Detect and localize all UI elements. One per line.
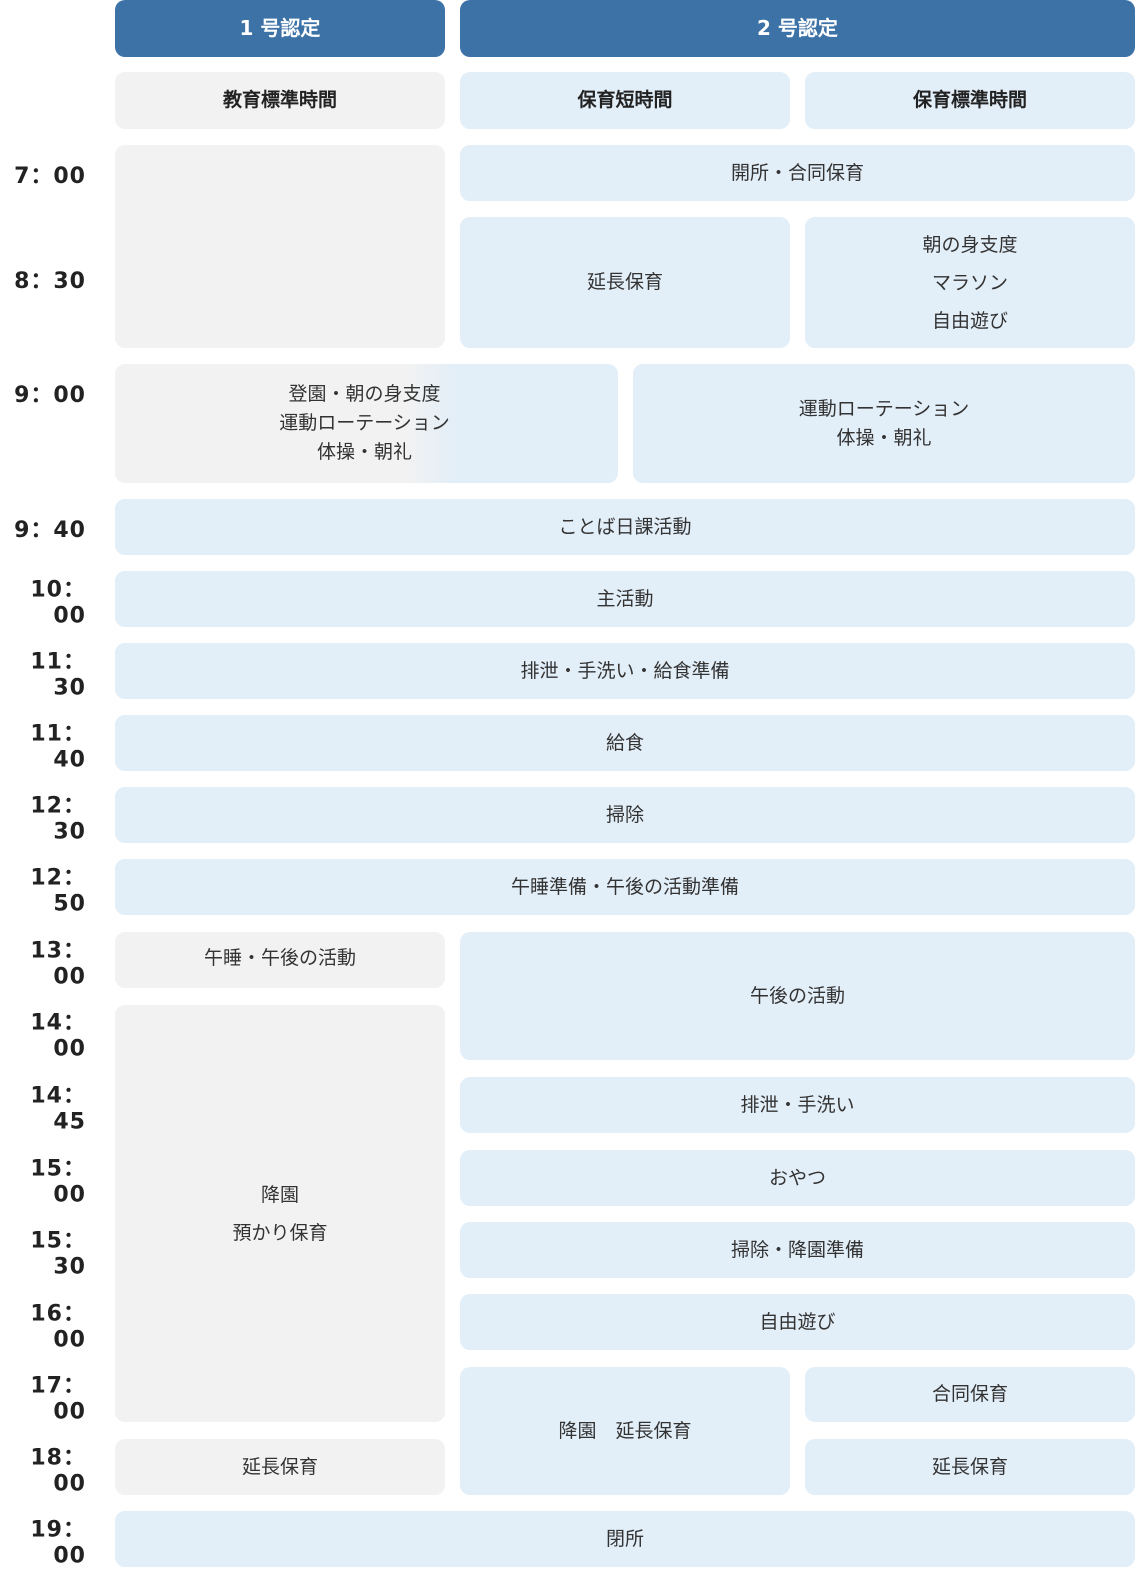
- block-toilet-lunch: 排泄・手洗い・給食準備: [115, 643, 1135, 699]
- time-label: 19：00: [30, 1517, 86, 1569]
- block-extended-short: 延長保育: [460, 217, 790, 348]
- time-label: 7：00: [14, 164, 86, 189]
- block-label: 体操・朝礼: [316, 441, 412, 463]
- time-label: 11：30: [30, 649, 86, 701]
- block-label: 給食: [605, 731, 644, 754]
- block-label: 運動ローテーション: [798, 397, 970, 420]
- block-leave-short: 降園 延長保育: [460, 1367, 790, 1495]
- time-label: 16：00: [30, 1301, 86, 1353]
- block-cleaning: 掃除: [115, 787, 1135, 843]
- time-label: 12：30: [30, 793, 86, 845]
- block-label: 朝の身支度: [922, 233, 1018, 256]
- block-nap-prep: 午睡準備・午後の活動準備: [115, 859, 1135, 915]
- block-morning-std: 朝の身支度 マラソン 自由遊び: [805, 217, 1135, 348]
- subheader-label: 保育標準時間: [912, 89, 1027, 111]
- block-label: 午睡・午後の活動: [203, 947, 356, 969]
- block-closing: 閉所: [115, 1511, 1135, 1567]
- block-label: 合同保育: [931, 1383, 1008, 1405]
- block-label: 体操・朝礼: [836, 426, 932, 449]
- block-label: ことば日課活動: [558, 515, 692, 538]
- subheader-label: 保育短時間: [577, 89, 673, 111]
- block-label: 延長保育: [241, 1455, 318, 1478]
- time-label: 8：30: [14, 269, 86, 294]
- block-label: 午睡準備・午後の活動準備: [510, 875, 739, 898]
- time-label: 9：40: [14, 518, 86, 543]
- block-opening: 開所・合同保育: [460, 145, 1135, 201]
- header-label: 2 号認定: [757, 16, 838, 40]
- subheader-short-care: 保育短時間: [460, 72, 790, 129]
- block-extended-edu: 延長保育: [115, 1439, 445, 1495]
- block-label: 開所・合同保育: [730, 161, 864, 184]
- time-label: 14：45: [30, 1083, 86, 1135]
- time-label: 13：00: [30, 938, 86, 990]
- time-label: 10：00: [30, 577, 86, 629]
- block-free-play: 自由遊び: [460, 1294, 1135, 1350]
- block-toilet: 排泄・手洗い: [460, 1077, 1135, 1133]
- header-cert1: 1 号認定: [115, 0, 445, 57]
- block-label: 掃除・降園準備: [730, 1238, 864, 1261]
- subheader-standard-edu: 教育標準時間: [115, 72, 445, 129]
- block-label: マラソン: [931, 271, 1008, 294]
- block-label: 降園: [260, 1183, 299, 1206]
- block-label: 主活動: [596, 587, 654, 610]
- block-clean-leave: 掃除・降園準備: [460, 1222, 1135, 1278]
- time-label: 18：00: [30, 1445, 86, 1497]
- block-extended-std: 延長保育: [805, 1439, 1135, 1495]
- block-main: 主活動: [115, 571, 1135, 627]
- subheader-standard-care: 保育標準時間: [805, 72, 1135, 129]
- block-morning-care: 運動ローテーション 体操・朝礼: [633, 364, 1135, 483]
- block-label: 閉所: [605, 1527, 644, 1550]
- time-label: 17：00: [30, 1373, 86, 1425]
- empty-block: [115, 145, 445, 348]
- header-cert2: 2 号認定: [460, 0, 1135, 57]
- block-joint: 合同保育: [805, 1367, 1135, 1422]
- block-lunch: 給食: [115, 715, 1135, 771]
- time-label: 12：50: [30, 865, 86, 917]
- block-label: 登園・朝の身支度: [288, 383, 441, 405]
- block-label: 運動ローテーション: [279, 412, 450, 434]
- subheader-label: 教育標準時間: [222, 89, 337, 111]
- block-label: 排泄・手洗い・給食準備: [520, 659, 730, 682]
- block-label: 延長保育: [586, 271, 663, 293]
- block-label: 自由遊び: [759, 1310, 836, 1333]
- block-label: 延長保育: [931, 1455, 1008, 1478]
- time-label: 15：00: [30, 1156, 86, 1208]
- header-label: 1 号認定: [239, 16, 321, 40]
- block-snack: おやつ: [460, 1150, 1135, 1206]
- block-morning-edu: 登園・朝の身支度 運動ローテーション 体操・朝礼: [115, 364, 618, 483]
- block-nap-edu: 午睡・午後の活動: [115, 932, 445, 988]
- block-label: 自由遊び: [931, 309, 1008, 332]
- time-label: 11：40: [30, 721, 86, 773]
- time-label: 9：00: [14, 383, 86, 408]
- time-label: 14：00: [30, 1010, 86, 1062]
- time-label: 15：30: [30, 1228, 86, 1280]
- block-label: 預かり保育: [232, 1221, 328, 1244]
- block-kotoba: ことば日課活動: [115, 499, 1135, 555]
- block-label: 排泄・手洗い: [740, 1093, 855, 1116]
- block-afternoon: 午後の活動: [460, 932, 1135, 1060]
- block-leave-edu: 降園 預かり保育: [115, 1005, 445, 1422]
- block-label: 降園 延長保育: [558, 1419, 692, 1442]
- block-label: 午後の活動: [749, 984, 845, 1007]
- block-label: 掃除: [605, 803, 644, 826]
- block-label: おやつ: [768, 1166, 826, 1189]
